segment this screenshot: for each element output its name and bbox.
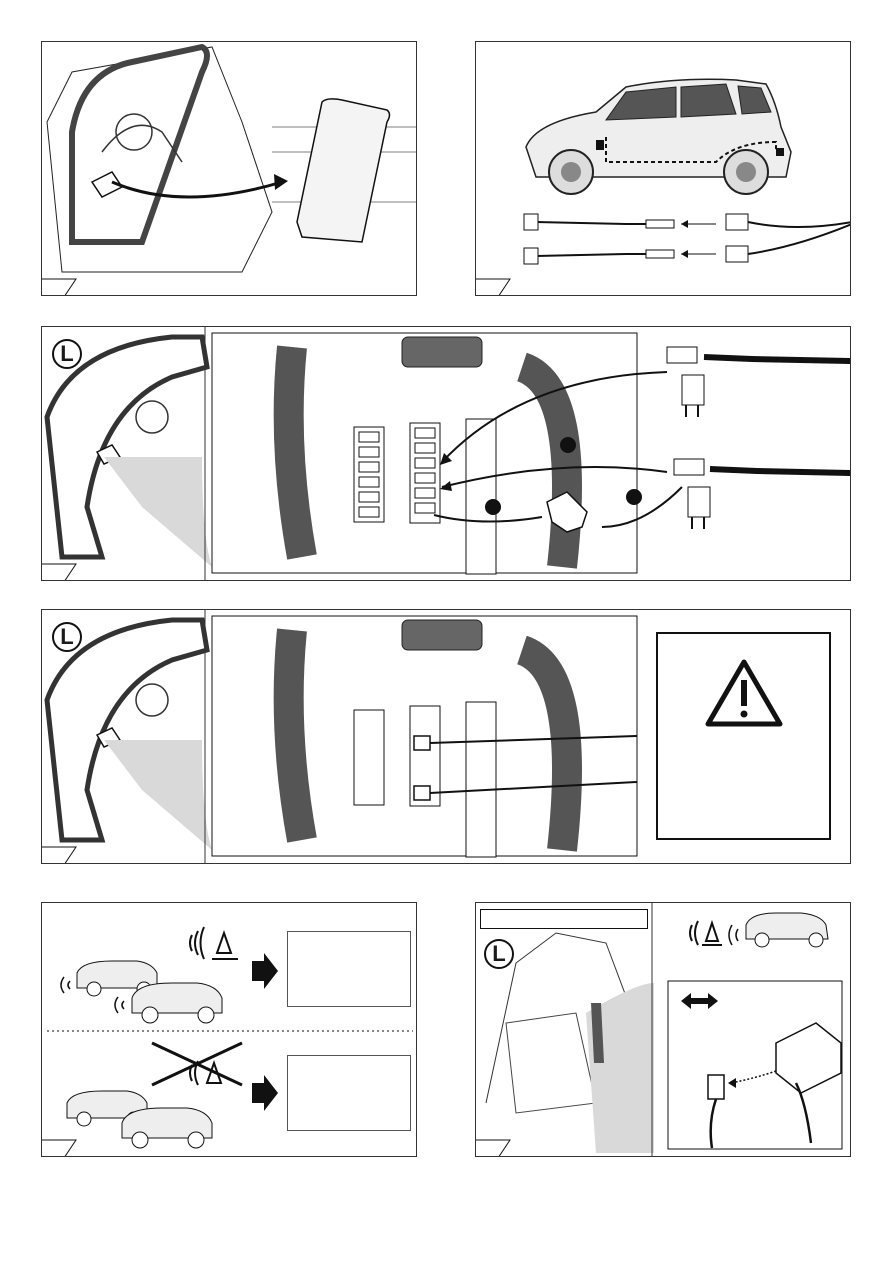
left-side-label: L xyxy=(52,339,82,369)
fuse-box-connect-illustration xyxy=(42,327,851,581)
callout-dot-3 xyxy=(626,489,642,505)
panel-module-connect: L xyxy=(475,902,851,1157)
step-marker-icon xyxy=(42,1136,78,1156)
panel-fuse-tap-connect: L xyxy=(41,326,851,581)
callout-dot-2 xyxy=(485,499,501,515)
parking-sensor-disabled-icon xyxy=(152,1043,242,1085)
step-marker-icon xyxy=(476,275,512,295)
parking-sensor-icon xyxy=(690,921,722,945)
panel-remove-trim xyxy=(41,41,417,296)
step-marker-icon xyxy=(42,843,78,863)
step-marker-icon xyxy=(42,560,78,580)
note-box-sensor-active xyxy=(287,931,411,1007)
left-side-label: L xyxy=(52,622,82,652)
callout-dot-1 xyxy=(560,437,576,453)
parking-sensor-icon xyxy=(190,927,238,959)
left-side-label: L xyxy=(484,939,514,969)
step-marker-icon xyxy=(476,1136,512,1156)
door-opening-illustration xyxy=(42,42,417,296)
warning-triangle-icon xyxy=(704,658,784,728)
vehicle-cable-routing-illustration xyxy=(476,42,851,296)
panel-fuse-tap-installed: L xyxy=(41,609,851,864)
warning-box xyxy=(656,632,831,840)
panel-sensor-behaviour xyxy=(41,902,417,1157)
module-connect-illustration xyxy=(476,903,851,1157)
step-marker-icon xyxy=(42,275,78,295)
panel-route-cable xyxy=(475,41,851,296)
note-box-sensor-inactive xyxy=(287,1055,411,1131)
